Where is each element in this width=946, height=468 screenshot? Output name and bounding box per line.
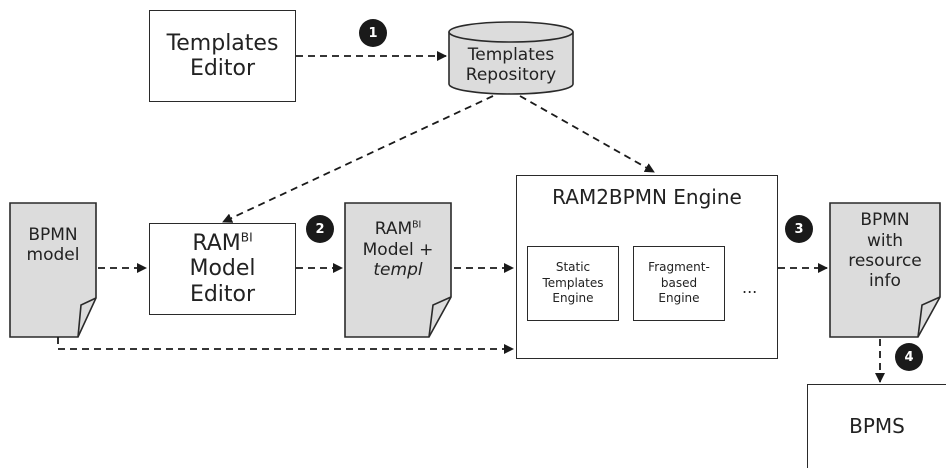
ram-model-label[interactable]: RAMBI Model + templ bbox=[345, 210, 451, 290]
bpmn-resource-document bbox=[829, 202, 941, 338]
engine-title: RAM2BPMN Engine bbox=[552, 185, 742, 209]
resource-line2: with bbox=[866, 230, 904, 251]
ram-editor-sup: BI bbox=[240, 230, 253, 245]
fragment-line3: Engine bbox=[658, 291, 700, 306]
ram-editor-line3: Editor bbox=[189, 281, 256, 307]
step-badge-4: 4 bbox=[895, 343, 923, 371]
bpms-label: BPMS bbox=[849, 414, 905, 438]
static-line1: Static bbox=[555, 260, 591, 275]
arrow-bpmn-to-engine bbox=[57, 337, 514, 354]
ram-model-document bbox=[344, 202, 452, 338]
ram-editor-line2: Model bbox=[189, 256, 256, 282]
templates-repository[interactable]: Templates Repository bbox=[449, 40, 573, 90]
ram-model-title: RAMBI bbox=[375, 219, 422, 239]
bpms-box[interactable]: BPMS bbox=[807, 384, 946, 468]
step-badge-1: 1 bbox=[359, 19, 387, 47]
resource-line1: BPMN bbox=[860, 210, 910, 231]
fragment-based-engine-box[interactable]: Fragment- based Engine bbox=[633, 246, 725, 321]
ram-model-base: RAM bbox=[374, 219, 413, 240]
fragment-line2: based bbox=[660, 275, 698, 290]
ram-model-sup: BI bbox=[412, 219, 422, 231]
resource-line4: info bbox=[869, 271, 901, 292]
static-line2: Templates bbox=[542, 275, 604, 290]
resource-line3: resource bbox=[848, 251, 922, 271]
engine-ellipsis: ... bbox=[742, 278, 758, 297]
ram-editor-title: RAMBI bbox=[192, 231, 252, 256]
ram-model-editor-box[interactable]: RAMBI Model Editor bbox=[149, 223, 296, 315]
fragment-line1: Fragment- bbox=[648, 260, 710, 275]
ram-editor-base: RAM bbox=[192, 231, 241, 257]
bpmn-model-document bbox=[9, 202, 97, 338]
bpmn-model-label[interactable]: BPMN model bbox=[10, 220, 96, 270]
templates-editor-line1: Templates bbox=[166, 30, 279, 56]
templates-repository-line2: Repository bbox=[465, 65, 557, 85]
ram-model-line3: templ bbox=[373, 260, 423, 281]
step-badge-2: 2 bbox=[306, 215, 334, 243]
arrow-repo-to-engine bbox=[519, 95, 655, 173]
arrow-repo-to-ram-editor bbox=[222, 95, 494, 223]
repository-cylinder bbox=[448, 21, 574, 95]
static-line3: Engine bbox=[552, 291, 594, 306]
templates-editor-line2: Editor bbox=[189, 56, 256, 81]
step-badge-3: 3 bbox=[785, 215, 813, 243]
bpmn-resource-label[interactable]: BPMN with resource info bbox=[830, 203, 940, 299]
bpmn-model-line1: BPMN bbox=[28, 224, 78, 245]
static-templates-engine-box[interactable]: Static Templates Engine bbox=[527, 246, 619, 321]
templates-editor-box[interactable]: Templates Editor bbox=[149, 10, 296, 102]
templates-repository-line1: Templates bbox=[467, 44, 555, 65]
bpmn-model-line2: model bbox=[26, 245, 80, 265]
ram-model-line2: Model + bbox=[362, 239, 434, 260]
